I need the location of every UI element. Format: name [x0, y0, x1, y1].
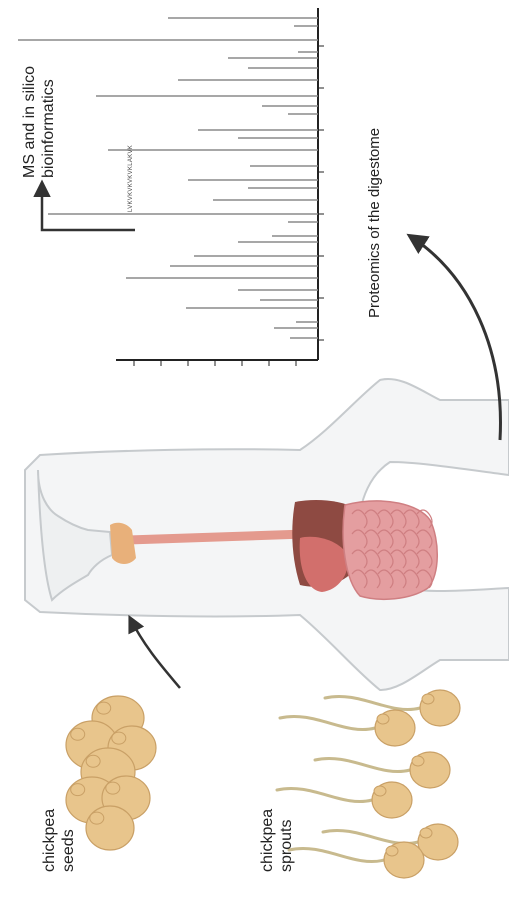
ms-bioinformatics-label: MS and in silico bioinformatics	[20, 66, 58, 178]
esophagus	[128, 534, 305, 540]
chickpea-seeds-icon	[66, 696, 156, 850]
chickpea-seeds-label: chickpea seeds	[40, 809, 78, 872]
chickpea-sprouts-label: chickpea sprouts	[258, 809, 296, 872]
chickpea-sprouts-label-line-1: chickpea	[258, 809, 277, 872]
ms-bioinformatics-label-line-1: MS and in silico	[20, 66, 39, 178]
bioinformatics-arrow	[42, 183, 135, 230]
human-body-icon	[25, 379, 509, 690]
chickpea-sprout	[289, 842, 424, 878]
ms-bioinformatics-label-line-2: bioinformatics	[39, 66, 58, 178]
chickpea-sprout	[277, 782, 412, 818]
chickpea-sprout	[280, 710, 415, 746]
chickpea-seed	[86, 806, 134, 850]
spectrum-axis-ticks	[134, 46, 324, 366]
ingestion-arrow	[130, 618, 180, 688]
chickpea-sprouts-icon	[277, 690, 460, 878]
spectrum-peaks	[18, 18, 318, 338]
proteomics-digestome-label: Proteomics of the digestome	[366, 128, 384, 318]
mass-spectrum-icon	[18, 8, 324, 366]
peptide-sequence-label: LVKVKVKVKVKLAKVK	[127, 145, 135, 212]
chickpea-sprout	[315, 752, 450, 788]
chickpea-seeds-label-line-1: chickpea	[40, 809, 59, 872]
chickpea-seeds-label-line-2: seeds	[59, 809, 78, 872]
chickpea-sprouts-label-line-2: sprouts	[277, 809, 296, 872]
